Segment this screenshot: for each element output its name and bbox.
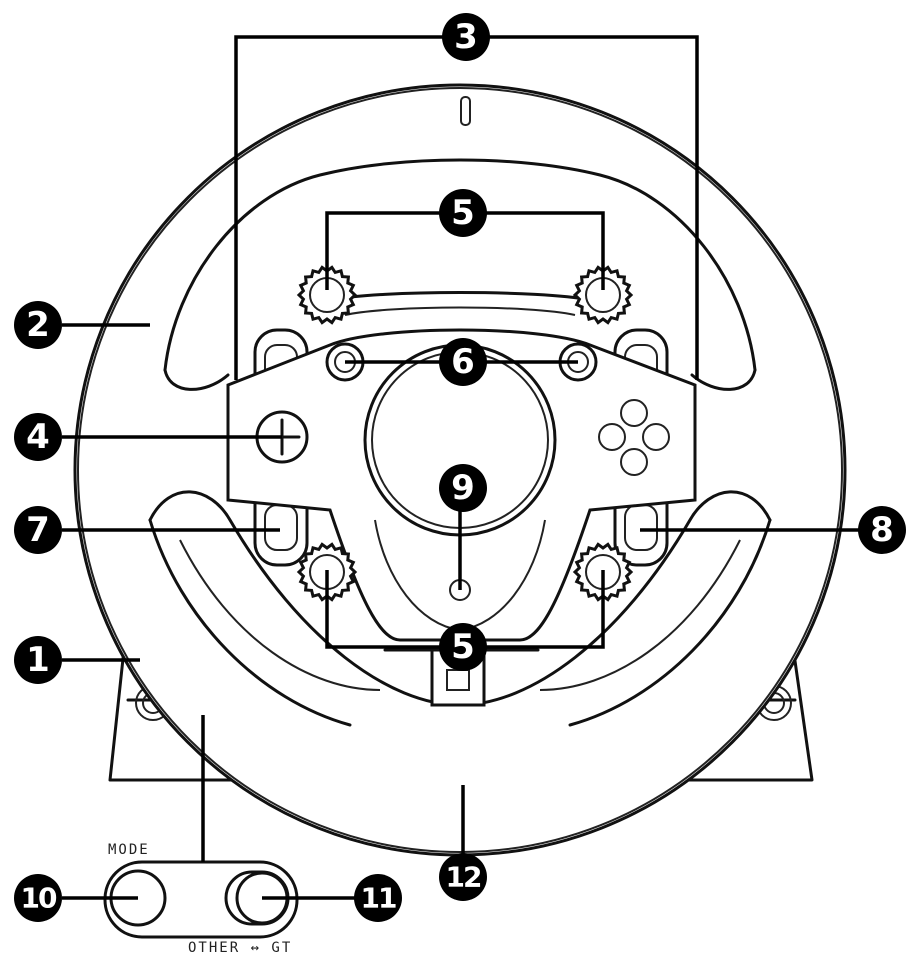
callout-11-number: 11 xyxy=(361,882,396,915)
callout-6-number: 6 xyxy=(451,342,475,382)
knob-top-left xyxy=(296,265,358,325)
callout-12: 12 xyxy=(439,853,487,901)
action-buttons xyxy=(598,399,670,476)
callout-3: 3 xyxy=(442,13,490,61)
callout-4: 4 xyxy=(14,413,62,461)
callout-12-number: 12 xyxy=(446,861,481,894)
callout-10: 10 xyxy=(14,874,62,922)
callout-11: 11 xyxy=(354,874,402,922)
callout-9-number: 9 xyxy=(451,468,475,508)
callout-3-number: 3 xyxy=(454,17,478,57)
callout-5-top: 5 xyxy=(439,189,487,237)
callout-4-number: 4 xyxy=(26,417,50,457)
callout-5-bottom: 5 xyxy=(439,623,487,671)
callout-5-top-number: 5 xyxy=(451,193,475,233)
callout-2-number: 2 xyxy=(26,305,50,345)
callout-1: 1 xyxy=(14,636,62,684)
callout-1-number: 1 xyxy=(26,640,50,680)
callout-5-bottom-number: 5 xyxy=(451,627,475,667)
callout-8-number: 8 xyxy=(870,510,894,550)
callout-7: 7 xyxy=(14,506,62,554)
callout-8: 8 xyxy=(858,506,906,554)
switch-label: OTHER ↔ GT xyxy=(188,940,292,956)
callout-6: 6 xyxy=(439,338,487,386)
callout-9: 9 xyxy=(439,464,487,512)
center-marker xyxy=(460,96,471,126)
mode-label: MODE xyxy=(108,842,150,858)
callout-10-number: 10 xyxy=(21,882,57,915)
callout-7-number: 7 xyxy=(26,510,50,550)
callout-2: 2 xyxy=(14,301,62,349)
